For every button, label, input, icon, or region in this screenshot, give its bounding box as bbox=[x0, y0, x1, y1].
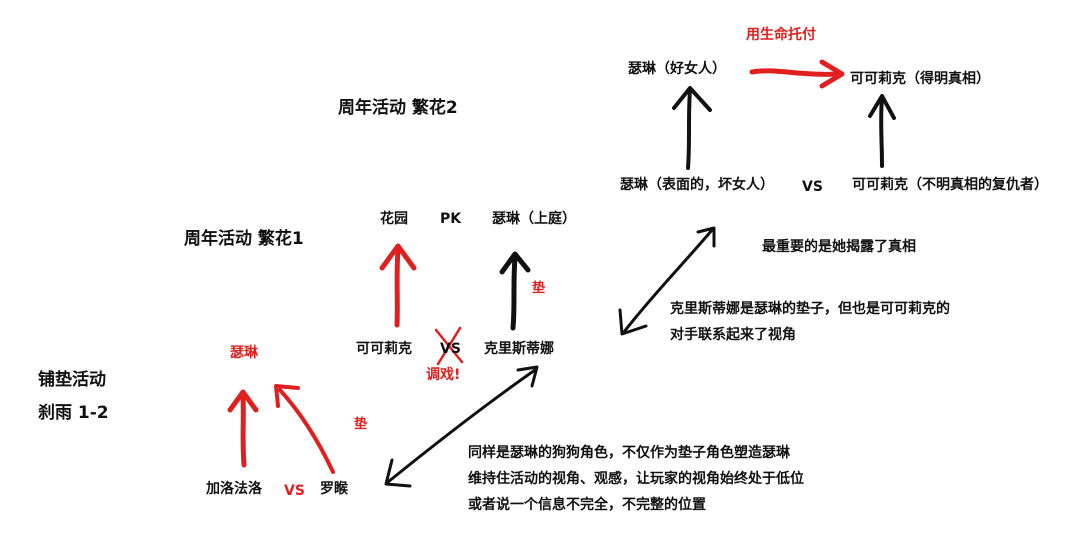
arrow-jialuo-to-selin bbox=[227, 389, 259, 468]
note-bottom-line-1: 同样是瑟琳的狗狗角色，不仅作为垫子角色塑造瑟琳 bbox=[468, 445, 790, 461]
note-christina-line-2: 对手联系起来了视角 bbox=[670, 327, 796, 343]
node-selin-left: 瑟琳 bbox=[230, 345, 258, 361]
label-pk: PK bbox=[440, 211, 462, 227]
node-christina: 克里斯蒂娜 bbox=[484, 341, 554, 357]
label-setup-event: 铺垫活动 bbox=[38, 370, 106, 390]
label-pad-left: 垫 bbox=[354, 417, 368, 432]
arrow-entrust-life bbox=[749, 59, 845, 89]
node-kekelike-truth: 可可莉克（得明真相） bbox=[850, 71, 990, 87]
cross-mark bbox=[434, 326, 464, 366]
note-bottom-line-2: 维持住活动的视角、观感，让玩家的视角始终处于低位 bbox=[468, 471, 804, 487]
node-kekelike-mid: 可可莉克 bbox=[356, 341, 412, 357]
node-garden: 花园 bbox=[380, 211, 408, 227]
double-arrow-upper bbox=[618, 226, 716, 336]
double-arrow-lower bbox=[384, 365, 539, 488]
note-christina-line-1: 克里斯蒂娜是瑟琳的垫子，但也是可可莉克的 bbox=[670, 301, 950, 317]
arrow-kekelike-avenger-to-truth bbox=[868, 94, 896, 168]
note-christina: 克里斯蒂娜是瑟琳的垫子，但也是可可莉克的 对手联系起来了视角 bbox=[670, 296, 950, 348]
note-most-important: 最重要的是她揭露了真相 bbox=[762, 239, 916, 255]
arrow-christina-to-selin-court bbox=[499, 251, 531, 331]
note-bottom-line-3: 或者说一个信息不完全，不完整的位置 bbox=[468, 497, 706, 513]
label-vs-bottom: VS bbox=[284, 483, 305, 499]
label-vs-top: VS bbox=[802, 179, 823, 195]
arrow-selin-surface-to-good bbox=[672, 86, 712, 170]
label-anniversary-event-1: 周年活动 繁花1 bbox=[184, 229, 304, 249]
note-bottom: 同样是瑟琳的狗狗角色，不仅作为垫子角色塑造瑟琳 维持住活动的视角、观感，让玩家的… bbox=[468, 440, 804, 518]
node-selin-surface: 瑟琳（表面的，坏女人） bbox=[620, 177, 774, 193]
label-anniversary-event-2: 周年活动 繁花2 bbox=[338, 98, 458, 118]
arrow-luohou-to-selin bbox=[274, 384, 335, 474]
node-selin-good: 瑟琳（好女人） bbox=[628, 61, 726, 77]
node-kekelike-avenger: 可可莉克（不明真相的复仇者） bbox=[852, 177, 1048, 193]
label-setup-event-chapter: 刹雨 1-2 bbox=[38, 403, 109, 423]
label-entrust-life: 用生命托付 bbox=[746, 27, 816, 43]
label-vs-mid: VS bbox=[440, 341, 461, 357]
label-tease: 调戏! bbox=[426, 367, 461, 383]
node-luohou: 罗睺 bbox=[320, 481, 348, 497]
label-pad-right: 垫 bbox=[532, 281, 546, 296]
node-jialuo: 加洛法洛 bbox=[206, 481, 262, 497]
node-selin-court: 瑟琳（上庭） bbox=[492, 211, 576, 227]
arrow-kekelike-to-garden bbox=[379, 243, 417, 328]
